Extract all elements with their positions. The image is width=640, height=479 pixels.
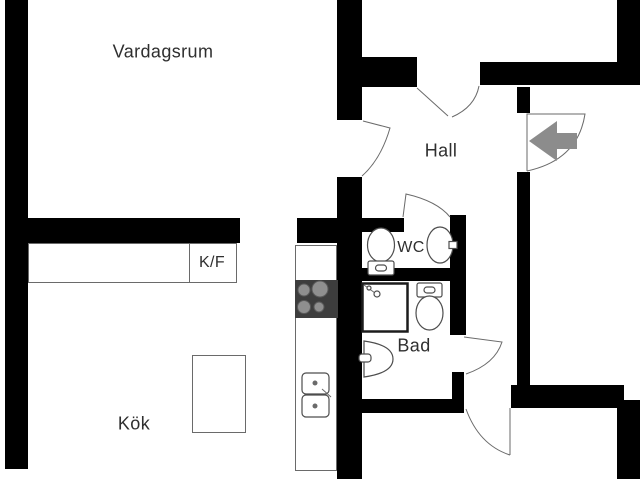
bathroom-toilet-icon: [415, 282, 444, 331]
walls: [5, 0, 640, 479]
hall-double-door-right-leaf: [451, 85, 480, 118]
wc-sink-icon: [426, 226, 458, 264]
wc-bad-divider-wall: [337, 268, 466, 281]
center-wall-lower: [337, 177, 362, 479]
kitchen-fixtures: [28, 243, 338, 471]
burner-icon: [311, 280, 329, 298]
southeast-room-east-wall: [617, 400, 640, 479]
drain-icon: [312, 403, 318, 409]
entrance-wall-lower: [517, 172, 530, 408]
wc-fixtures: [366, 226, 458, 276]
bathroom-sink-icon: [358, 340, 394, 378]
shower-tray: [361, 282, 409, 333]
wc-north-wall: [362, 218, 404, 232]
hall-north-wall-right: [480, 62, 640, 85]
hall-north-wall-left: [362, 57, 417, 87]
dining-table: [192, 355, 246, 433]
room-label-wc: WC: [397, 239, 425, 256]
bathroom-fixtures: [358, 282, 444, 378]
hall-double-door-left-leaf: [416, 87, 449, 117]
kf-counter: [28, 243, 237, 283]
bathroom-door: [463, 336, 503, 375]
sink-tap: [358, 353, 372, 363]
sink-bowl: [363, 340, 394, 378]
kitchen-counter: [295, 245, 337, 471]
toilet-button: [374, 264, 388, 272]
room-label-hall: Hall: [424, 140, 458, 161]
entrance-wall-upper: [517, 87, 530, 113]
stove-icon: [295, 280, 338, 318]
shower-icon: [361, 282, 409, 333]
room-label-bad: Bad: [397, 335, 431, 356]
wc-toilet-icon: [366, 227, 396, 276]
room-label-kok: Kök: [117, 413, 151, 434]
corridor-door-stub: [452, 372, 464, 402]
burner-icon: [313, 301, 325, 313]
room-label-vardagsrum: Vardagsrum: [112, 41, 214, 62]
wc-door: [402, 193, 451, 218]
southeast-room-door: [465, 408, 511, 456]
southeast-room-north-wall: [511, 385, 624, 408]
center-wall-upper: [337, 0, 362, 120]
toilet-bowl: [366, 227, 396, 263]
burner-icon: [297, 283, 311, 297]
livingroom-hall-door: [361, 120, 391, 177]
shower-valve: [366, 285, 372, 291]
toilet-button: [423, 286, 436, 294]
room-label-kf: K/F: [198, 254, 226, 271]
drain-icon: [312, 380, 318, 386]
livingroom-kitchen-wall: [5, 218, 240, 243]
faucet-icon: [321, 388, 332, 398]
shower-head: [373, 290, 381, 298]
toilet-bowl: [415, 295, 444, 331]
burner-icon: [297, 300, 311, 314]
entrance-arrow-icon: [529, 121, 577, 161]
kitchen-sink-icon: [301, 372, 332, 418]
northeast-corner-wall: [617, 0, 640, 62]
bad-south-wall: [337, 399, 464, 413]
sink-tap: [448, 240, 458, 250]
